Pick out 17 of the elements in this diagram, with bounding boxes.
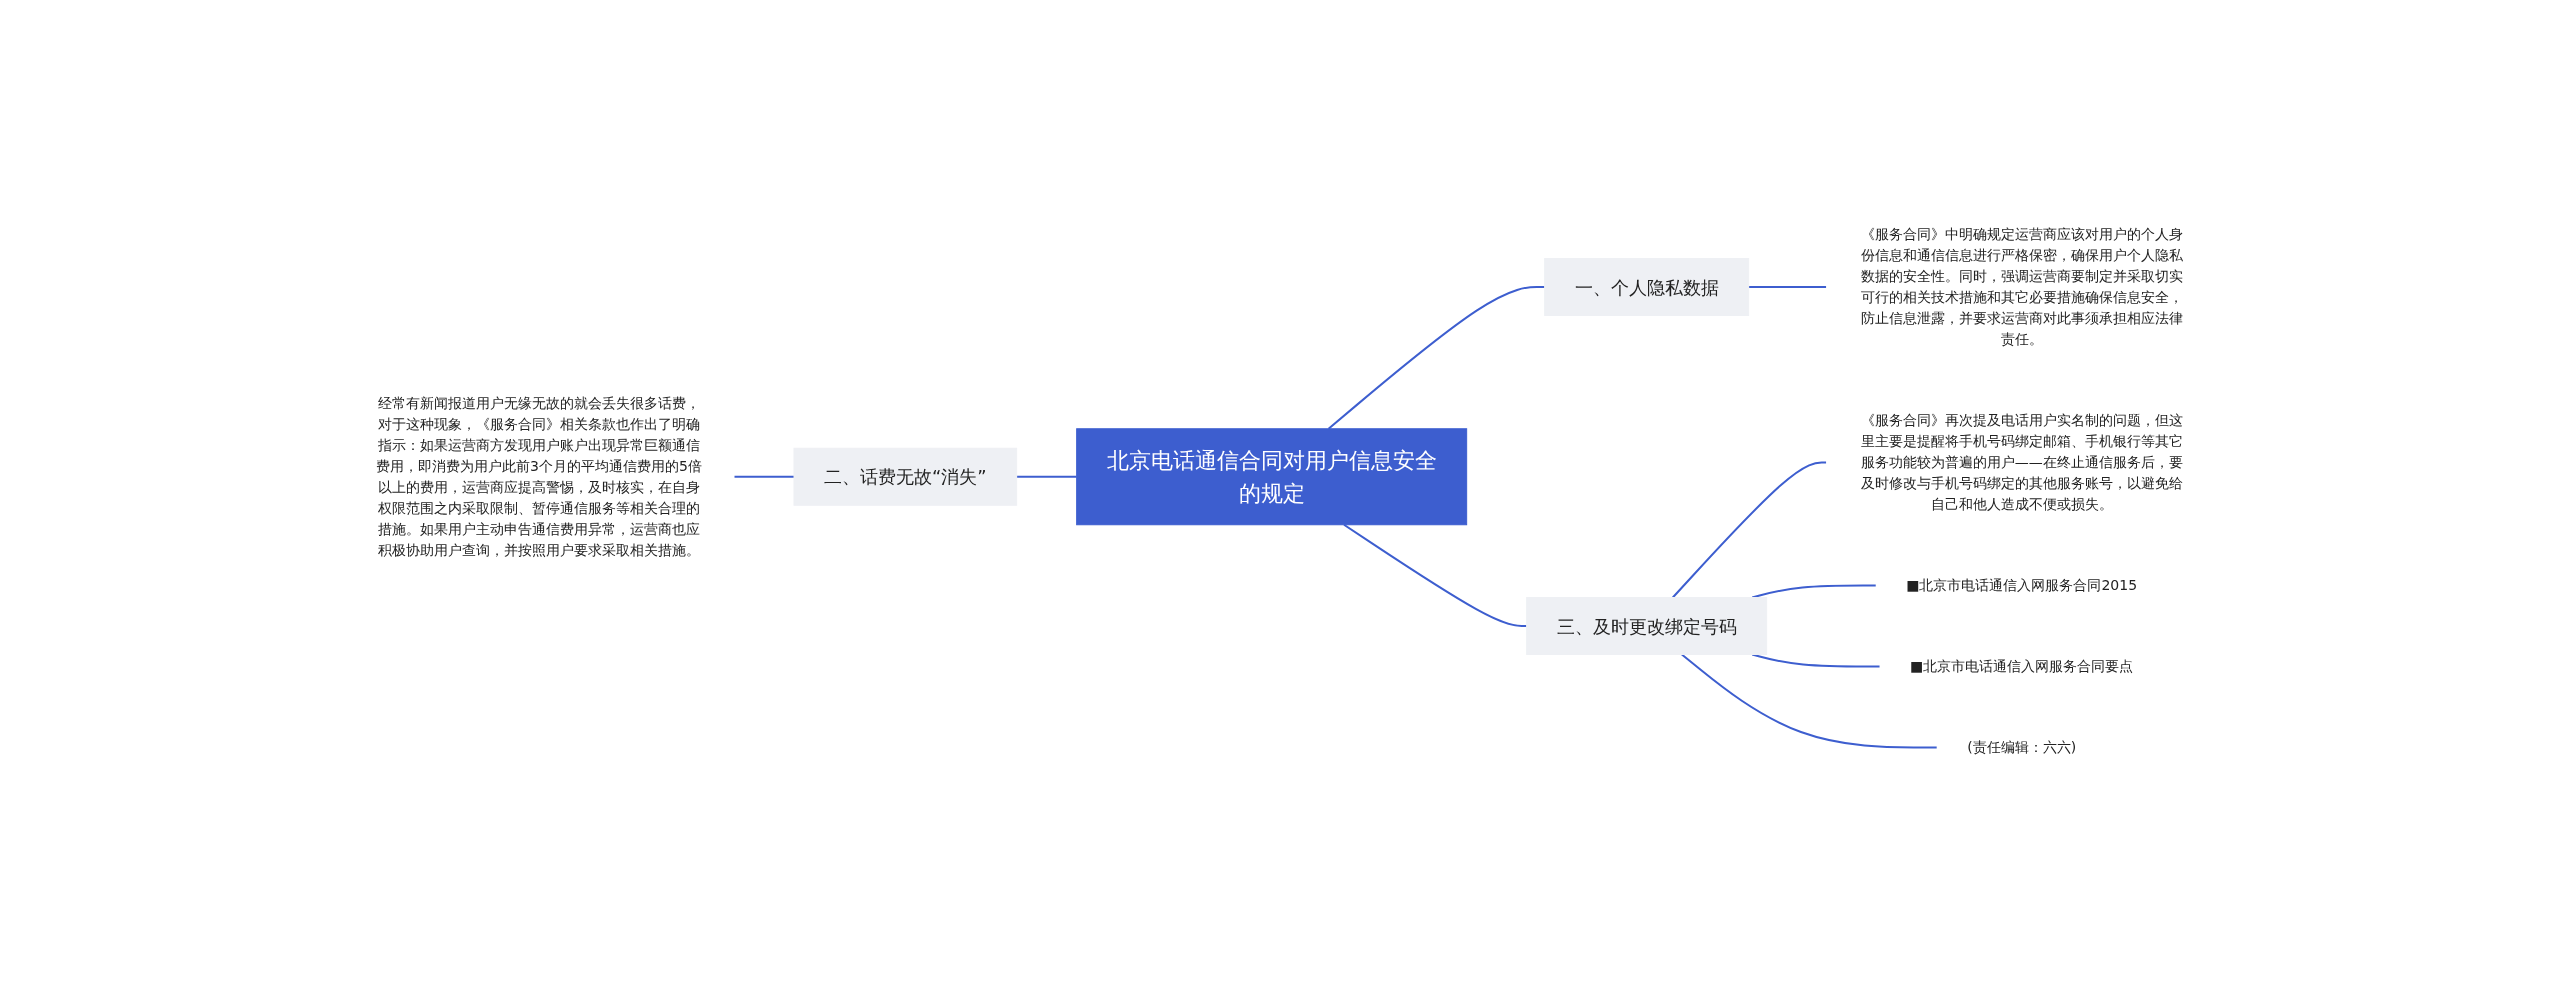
node-text: 《服务合同》中明确规定运营商应该对用户的个人身份信息和通信信息进行严格保密，确保用户个人隐私数据的安全性。同时，强调运营商要制定并采取切实可行的相关技术措施和其它必要措施确保信息安全，防止信息泄露，并要求运营商对此事须承担相应法律责任。 [1860,226,2183,347]
node-box: 二、话费无故“消失” [793,447,1017,506]
node-box: 三、及时更改绑定号码 [1525,597,1767,655]
connector [1680,653,1938,749]
node-box: 一、个人隐私数据 [1543,258,1749,316]
connector [1327,286,1546,430]
connector [1747,286,1828,288]
node-text: 经常有新闻报道用户无缘无故的就会丢失很多话费，对于这种现象，《服务合同》相关条款也作出了明确指示：如果运营商方发现用户账户出现异常巨额通信费用，即消费为用户此前3个月的平均通信费用的5倍以上的费用，运营商应提高警惕，及时核实，在自身权限范围之内采取限制、暂停通信服务等相关合理的措施。如果用户主动申告通信费用异常，运营商也应积极协助用户查询，并按照用户要求采取相关措施。 [375,394,702,558]
connector [1015,475,1078,478]
node-text: ■北京市电话通信入网服务合同要点 [1909,658,2133,674]
connector [732,475,795,478]
node-text: (责任编辑：六六) [1966,739,2076,755]
node-box: 北京电话通信合同对用户信息安全的规定 [1075,428,1467,526]
connector [1342,523,1528,627]
node-text: ■北京市电话通信入网服务合同2015 [1905,577,2137,593]
node-text: 《服务合同》再次提及电话用户实名制的问题，但这里主要是提醒将手机号码绑定邮箱、手机银行等其它服务功能较为普遍的用户——在终止通信服务后，要及时修改与手机号码绑定的其他服务账号，以避免给自己和他人造成不便或损失。 [1860,412,2183,512]
connector [1671,461,1828,599]
